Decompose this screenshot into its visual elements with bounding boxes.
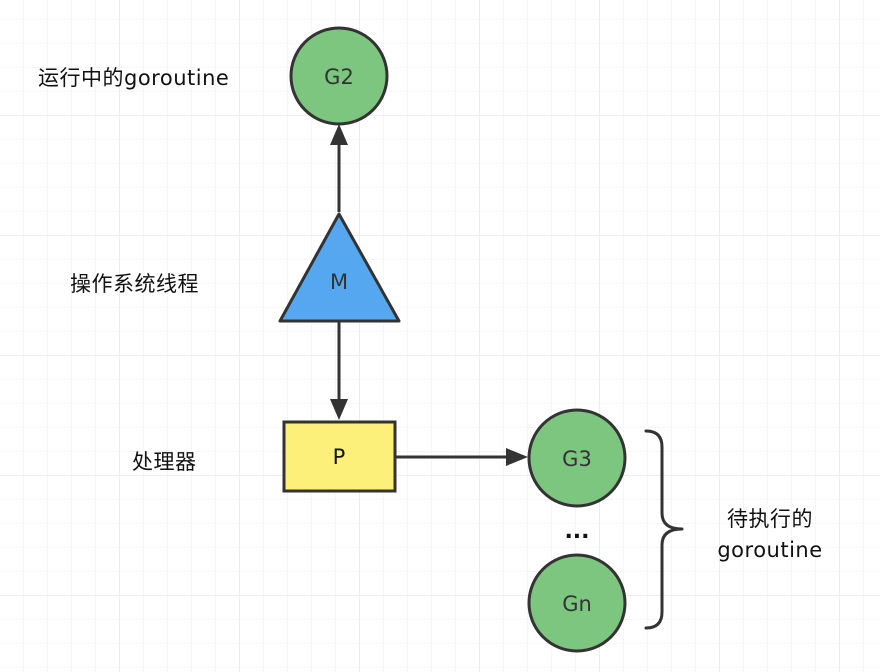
- node-m-label: M: [330, 270, 348, 294]
- arrowhead-m-to-g2: [330, 124, 348, 145]
- label-waiting-line2: goroutine: [717, 538, 823, 562]
- node-p-label: P: [333, 445, 346, 469]
- node-m: M: [278, 212, 401, 323]
- node-gn: Gn: [527, 553, 627, 653]
- node-g2-label: G2: [324, 65, 354, 89]
- label-processor: 处理器: [132, 450, 197, 474]
- node-ellipsis: ...: [564, 519, 589, 544]
- arrowhead-m-to-p: [330, 399, 348, 420]
- arrowhead-p-to-g3: [506, 448, 528, 466]
- node-p: P: [282, 420, 397, 493]
- node-g3-label: G3: [562, 447, 592, 471]
- node-g3: G3: [527, 408, 627, 508]
- label-waiting-line1: 待执行的: [727, 507, 813, 531]
- node-gn-label: Gn: [562, 592, 592, 616]
- node-g2: G2: [289, 26, 389, 126]
- curly-brace: [644, 429, 684, 630]
- label-running-goroutine: 运行中的goroutine: [38, 66, 230, 90]
- label-os-thread: 操作系统线程: [70, 272, 199, 296]
- label-waiting-goroutine: 待执行的 goroutine: [700, 504, 840, 566]
